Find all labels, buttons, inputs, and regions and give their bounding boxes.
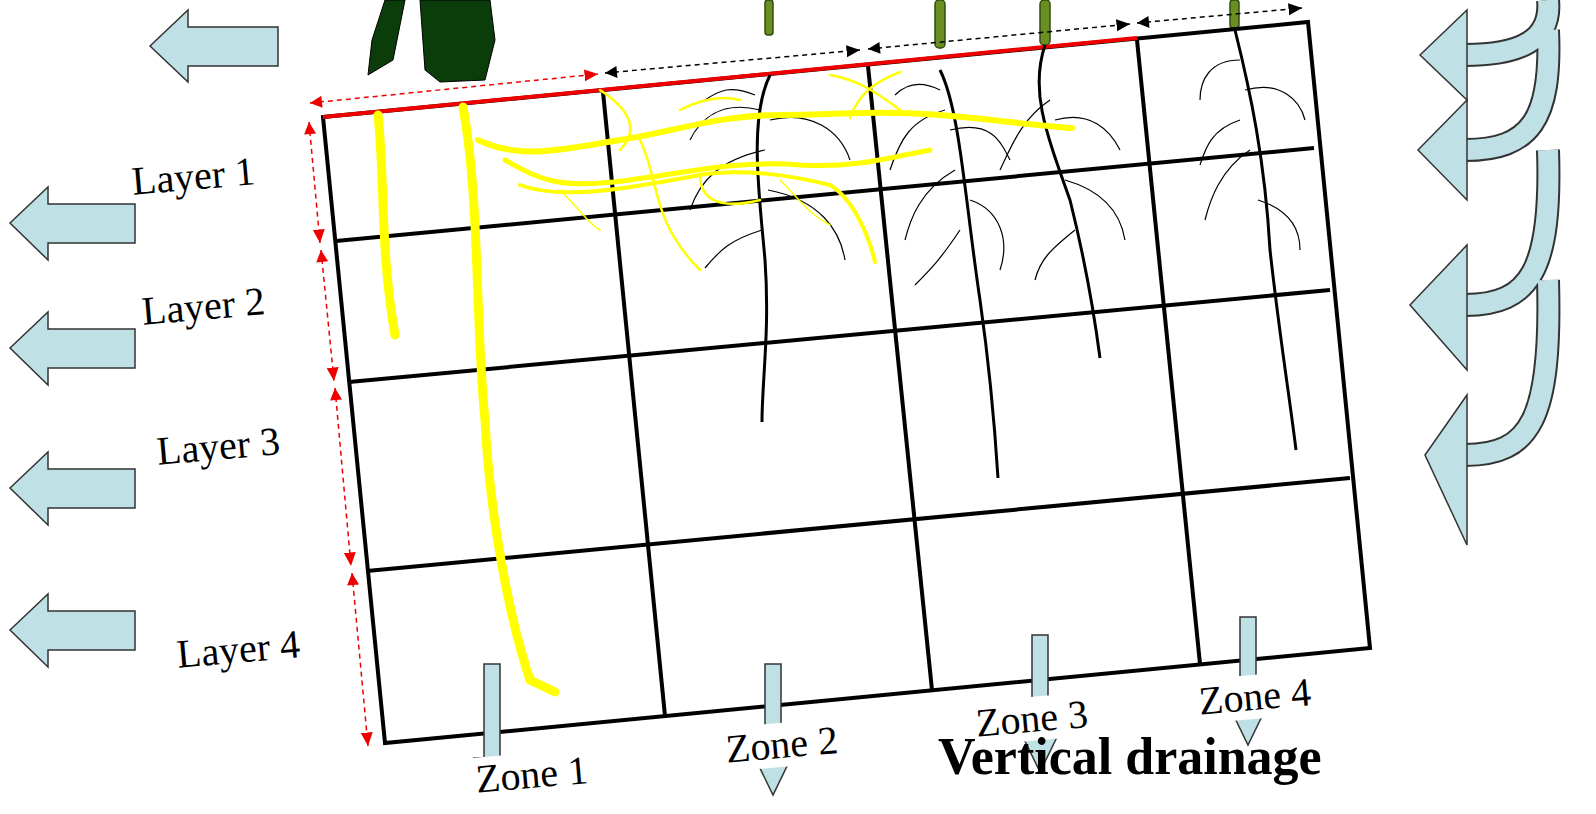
zone-label: Zone 4 bbox=[1195, 670, 1315, 724]
layer-label: Layer 1 bbox=[130, 149, 257, 204]
layer-label: Layer 3 bbox=[155, 419, 282, 474]
layer-label: Layer 4 bbox=[175, 622, 302, 677]
drainage-title: Vertical drainage bbox=[938, 728, 1322, 785]
layer-label: Layer 2 bbox=[140, 279, 267, 334]
zone-label: Zone 1 bbox=[472, 748, 592, 802]
zone-label: Zone 2 bbox=[722, 718, 842, 772]
